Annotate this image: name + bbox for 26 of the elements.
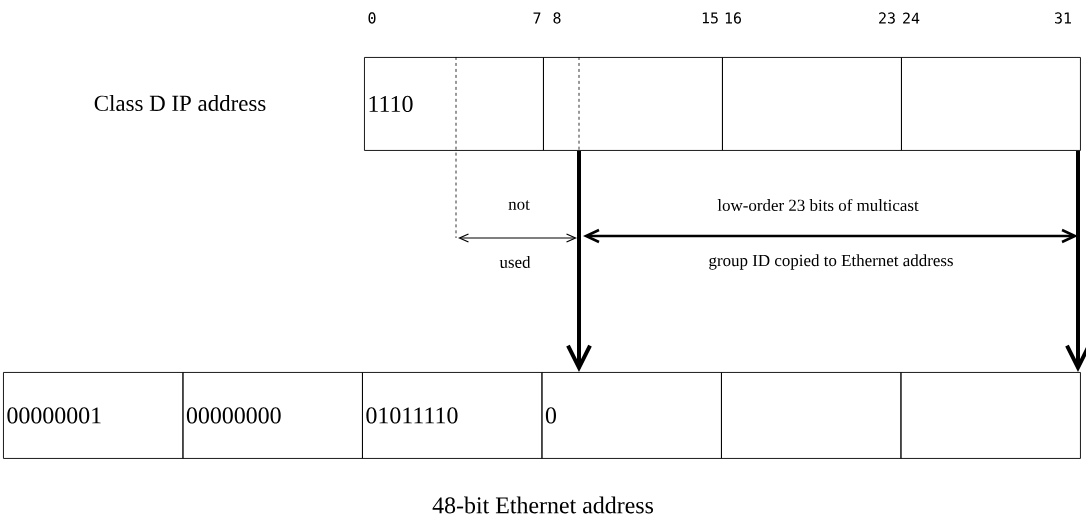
- byte-cell: [721, 372, 902, 459]
- byte-cell: 0: [541, 372, 722, 459]
- bit-number: 31: [1055, 12, 1071, 24]
- dimension-label: used: [499, 256, 531, 268]
- row-label: Class D IP address: [94, 94, 266, 112]
- byte-cell: 01011110: [362, 372, 543, 459]
- bit-number: 7: [533, 12, 541, 24]
- arrow: [1065, 150, 1086, 372]
- bit-number: 8: [553, 12, 561, 24]
- bit-number: 23: [879, 12, 895, 24]
- dimension-label: not: [508, 200, 530, 210]
- byte-cell: [900, 372, 1081, 459]
- bit-field-cell: [901, 57, 1081, 151]
- bit-field-cell: [543, 57, 723, 151]
- byte-cell: 00000001: [3, 372, 184, 459]
- byte-cell: 00000000: [182, 372, 363, 459]
- arrow: [566, 150, 592, 372]
- bit-number: 24: [903, 12, 920, 24]
- dimension-label: low-order 23 bits of multicast: [717, 198, 919, 212]
- bit-number: 16: [725, 12, 741, 24]
- caption: 48-bit Ethernet address: [432, 496, 654, 514]
- bit-number: 0: [368, 12, 376, 24]
- bit-field-cell: 1110: [364, 57, 544, 151]
- dimension-label: group ID copied to Ethernet address: [709, 254, 953, 270]
- bit-number: 15: [702, 12, 718, 24]
- bit-field-cell: [722, 57, 902, 151]
